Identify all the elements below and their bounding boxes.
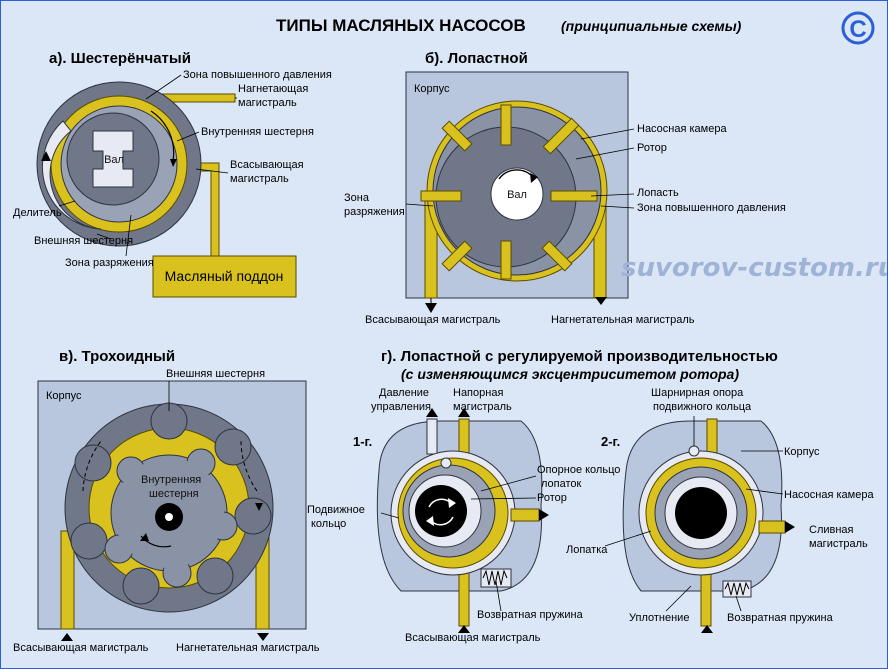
- return-spring-label: Возвратная пружина: [477, 609, 584, 621]
- svg-text:C: C: [849, 16, 866, 43]
- gear-outer-gear-label: Внешняя шестерня: [34, 235, 133, 247]
- vane-vacuum-zone-label-2: разряжения: [344, 206, 405, 218]
- step-2-label: 2-г.: [601, 434, 620, 449]
- gerotor-outer-gear-label: Внешняя шестерня: [166, 368, 265, 380]
- variable-suction-line-label: Всасывающая магистраль: [405, 632, 541, 644]
- gear-suction-line-label-2: магистраль: [230, 173, 289, 185]
- vane-pressure-zone-label: Зона повышенного давления: [637, 202, 786, 214]
- vane-pump-drawing: Вал: [405, 71, 635, 313]
- gear-discharge-line-label-2: магистраль: [238, 97, 297, 109]
- variable-pump-chamber-label: Насосная камера: [784, 489, 874, 501]
- variable-vane-label: Лопатка: [566, 544, 608, 556]
- return-spring-2-label: Возвратная пружина: [727, 612, 834, 624]
- diagram-title: ТИПЫ МАСЛЯНЫХ НАСОСОВ: [276, 16, 526, 35]
- control-pressure-label: Давление: [379, 387, 429, 399]
- gear-pump-heading: а). Шестерёнчатый: [49, 50, 191, 67]
- control-pressure-label-2: управления: [371, 401, 431, 413]
- oil-pan-label: Масляный поддон: [165, 268, 284, 284]
- gerotor-suction-line-label: Всасывающая магистраль: [13, 642, 149, 654]
- diagram-subtitle: (принципиальные схемы): [561, 18, 742, 34]
- pressure-line-label: Напорная: [453, 387, 503, 399]
- pivot-support-label-2: подвижного кольца: [653, 401, 752, 413]
- vane-support-ring-label: Опорное кольцо: [537, 464, 620, 476]
- vane-shaft-label: Вал: [507, 189, 527, 201]
- vane-pump-heading: б). Лопастной: [425, 50, 528, 67]
- oil-pan: [152, 255, 297, 298]
- gear-inner-gear-label: Внутренняя шестерня: [201, 126, 314, 138]
- vane-support-ring-label-2: лопаток: [541, 478, 582, 490]
- pivot-support-label: Шарнирная опора: [651, 387, 744, 399]
- step-1-label: 1-г.: [353, 434, 372, 449]
- variable-pump-2-drawing: [604, 416, 795, 633]
- variable-pump-subheading: (с изменяющимся эксцентриситетом ротора): [401, 366, 739, 382]
- gerotor-discharge-line-label: Нагнетательная магистраль: [176, 642, 320, 654]
- variable-rotor-label: Ротор: [537, 492, 567, 504]
- vane-suction-line-label: Всасывающая магистраль: [365, 314, 501, 326]
- gerotor-housing-label: Корпус: [46, 390, 82, 402]
- copyright-icon: C: [841, 11, 875, 45]
- gear-pressure-zone-label: Зона повышенного давления: [183, 69, 332, 81]
- pressure-line-label-2: магистраль: [453, 401, 512, 413]
- gear-suction-line-label: Всасывающая: [230, 159, 304, 171]
- vane-vane-label: Лопасть: [637, 187, 679, 199]
- seal-label: Уплотнение: [629, 612, 689, 624]
- gear-vacuum-zone-label: Зона разряжения: [65, 257, 154, 269]
- gear-divider-label: Делитель: [13, 207, 62, 219]
- watermark-text: suvorov-custom.ru: [621, 253, 887, 283]
- gear-discharge-line-label: Нагнетающая: [238, 83, 308, 95]
- movable-ring-label: Подвижное: [307, 504, 365, 516]
- gear-shaft-label: Вал: [104, 154, 124, 166]
- gerotor-inner-gear-label-2: шестерня: [149, 488, 199, 500]
- vane-housing-label: Корпус: [414, 83, 450, 95]
- vane-discharge-line-label: Нагнетательная магистраль: [551, 314, 695, 326]
- drain-line-label: Сливная: [809, 524, 854, 536]
- drain-line-label-2: магистраль: [809, 538, 868, 550]
- vane-vacuum-zone-label: Зона: [344, 192, 370, 204]
- gerotor-pump-drawing: [37, 380, 307, 641]
- movable-ring-label-2: кольцо: [311, 518, 346, 530]
- variable-pump-1-drawing: [376, 408, 549, 633]
- gerotor-pump-heading: в). Трохоидный: [59, 348, 175, 365]
- gear-pump-drawing: Масляный поддон Вал: [36, 74, 297, 298]
- vane-pump-chamber-label: Насосная камера: [637, 123, 727, 135]
- gerotor-inner-gear-label: Внутренняя: [141, 474, 201, 486]
- variable-pump-heading: г). Лопастной с регулируемой производите…: [381, 348, 778, 365]
- vane-rotor-label: Ротор: [637, 142, 667, 154]
- variable-housing-label: Корпус: [784, 446, 820, 458]
